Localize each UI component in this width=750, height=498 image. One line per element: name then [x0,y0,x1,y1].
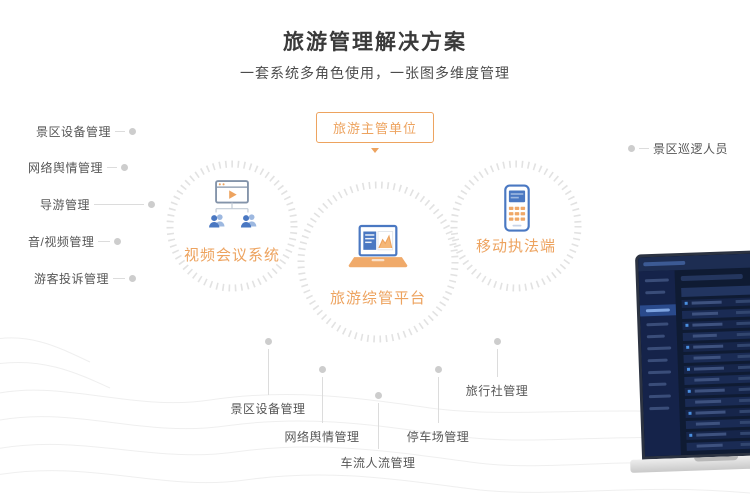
left-item-audio-video: 音/视频管理 [28,234,122,249]
authority-badge: 旅游主管单位 [315,112,435,143]
badge-down-arrow-icon [371,148,379,153]
left-item-label: 网络舆情管理 [28,160,104,175]
left-item-guide: 导游管理 [40,197,156,212]
connector-dot [493,338,501,345]
connector-line [267,349,269,395]
bottom-item-label: 停车场管理 [406,430,470,444]
dashboard-laptop-preview [623,249,750,490]
connector-dot [129,274,137,282]
platform-label: 旅游综管平台 [329,290,427,307]
video-conference-label: 视频会议系统 [183,247,281,264]
left-item-label: 景区设备管理 [36,124,112,139]
connector-line [115,130,126,132]
connector-dot [628,144,635,152]
page-subtitle: 一套系统多角色使用，一张图多维度管理 [240,65,510,81]
left-item-label: 导游管理 [40,197,91,212]
bottom-item-label: 车流人流管理 [340,456,416,470]
connector-dot [374,392,382,399]
connector-line [639,147,649,149]
connector-dot [129,127,137,135]
connector-dot [148,200,156,208]
bottom-item-travel-agency: 旅行社管理 [447,338,547,399]
connector-dot [121,163,129,171]
connector-line [94,203,145,205]
video-conference-icon [209,180,257,228]
left-item-label: 游客投诉管理 [34,271,110,286]
left-item-label: 音/视频管理 [28,234,95,249]
connector-dot [264,338,272,345]
connector-line [98,240,111,242]
connector-line [377,403,379,449]
connector-line [107,166,118,168]
connector-line [321,377,323,423]
right-item-patrol: 景区巡逻人员 [628,141,729,156]
connector-dot [434,366,442,373]
mobile-enforcement-icon [504,184,530,232]
bottom-item-label: 旅行社管理 [465,384,529,398]
connector-line [437,377,439,423]
left-item-scenic-device: 景区设备管理 [36,124,137,139]
left-item-complaint: 游客投诉管理 [34,271,137,286]
mobile-enforcement-label: 移动执法端 [475,238,557,255]
connector-dot [318,366,326,373]
right-item-label: 景区巡逻人员 [653,141,729,156]
laptop-screen [634,249,750,460]
connector-dot [114,237,122,245]
laptop-screen-content [638,252,750,460]
connector-line [113,277,126,279]
platform-laptop-icon [348,224,408,268]
connector-line [496,349,498,377]
page-title: 旅游管理解决方案 [283,31,467,54]
left-item-public-opinion: 网络舆情管理 [28,160,129,175]
